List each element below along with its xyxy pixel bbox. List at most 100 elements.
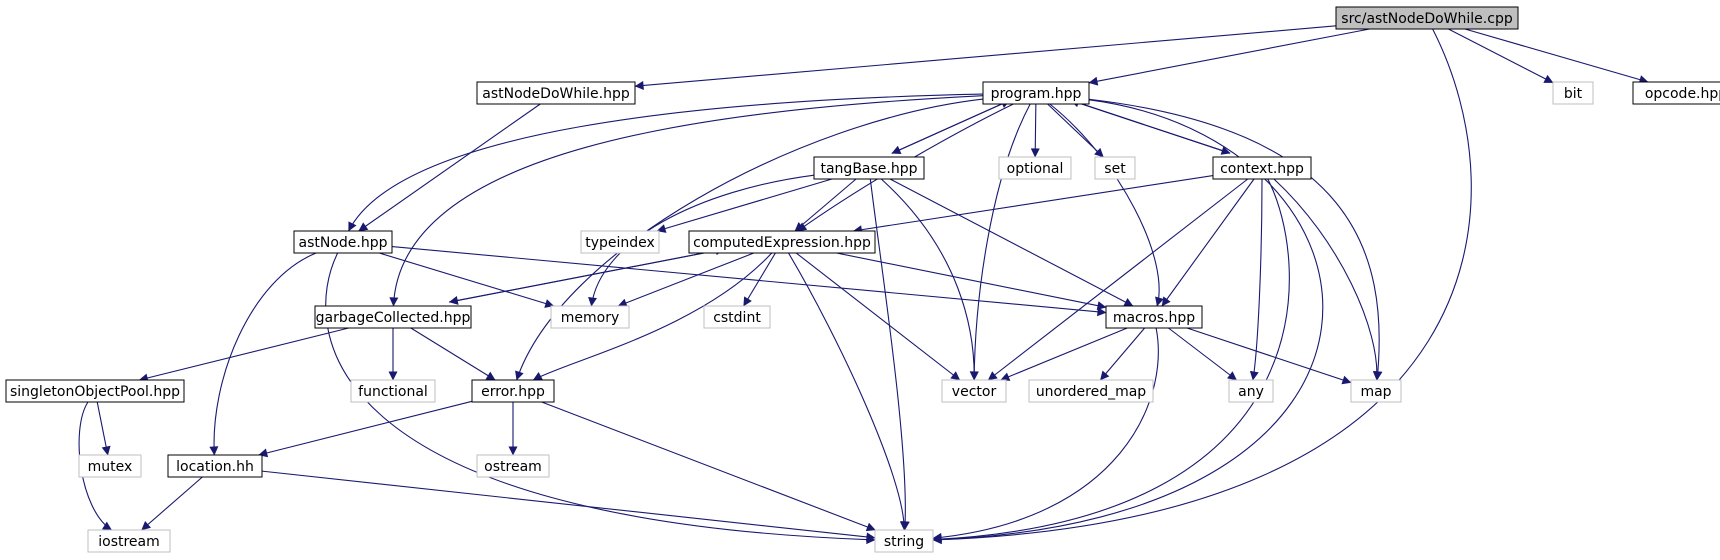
node-set: set xyxy=(1094,156,1136,180)
edge-computedExpression-to-vector xyxy=(795,252,961,381)
edge-computedExpression-to-string xyxy=(788,252,909,531)
edge-tangBase-to-typeindex xyxy=(656,178,833,233)
edge-error-to-string xyxy=(541,401,876,532)
edge-tangBase-to-string xyxy=(869,178,910,531)
node-box-memory xyxy=(550,305,630,329)
node-location[interactable]: location.hh xyxy=(167,454,263,478)
edge-tangBase-to-memory xyxy=(588,174,815,307)
node-label-location: location.hh xyxy=(176,459,254,475)
edge-context-to-program xyxy=(1069,98,1231,154)
node-label-astNode: astNode.hpp xyxy=(299,235,388,251)
node-box-unordered_map xyxy=(1028,379,1154,403)
edge-tangBase-to-program xyxy=(891,99,1011,154)
node-opcode[interactable]: opcode.hpp xyxy=(1632,81,1720,105)
node-label-iostream: iostream xyxy=(98,534,160,550)
edge-root-to-bit xyxy=(1448,28,1554,84)
node-box-mutex xyxy=(78,454,142,478)
edge-astNode-to-macros xyxy=(391,245,1107,317)
node-astNode[interactable]: astNode.hpp xyxy=(293,230,393,254)
edge-location-to-string xyxy=(261,470,876,542)
node-label-context: context.hpp xyxy=(1220,161,1304,177)
node-label-vector: vector xyxy=(952,384,997,400)
node-box-computedExpression xyxy=(688,230,876,254)
node-box-program xyxy=(982,81,1090,105)
node-box-context xyxy=(1212,156,1312,180)
node-ostream: ostream xyxy=(476,454,550,478)
edge-computedExpression-to-error xyxy=(532,252,773,381)
edge-garbageCollected-to-computedExpression xyxy=(449,246,725,303)
node-label-error: error.hpp xyxy=(481,384,545,400)
edge-root-to-program xyxy=(1088,28,1370,86)
node-bit: bit xyxy=(1552,81,1594,105)
node-label-macros: macros.hpp xyxy=(1113,310,1195,326)
edge-singletonObjectPool-to-mutex xyxy=(96,401,111,456)
node-label-functional: functional xyxy=(358,384,428,400)
node-label-mutex: mutex xyxy=(88,459,133,475)
node-computedExpression[interactable]: computedExpression.hpp xyxy=(688,230,876,254)
node-unordered_map: unordered_map xyxy=(1028,379,1154,403)
node-box-ostream xyxy=(476,454,550,478)
node-label-garbageCollected: garbageCollected.hpp xyxy=(316,310,471,326)
edge-computedExpression-to-macros xyxy=(836,252,1107,311)
node-box-macros xyxy=(1105,305,1203,329)
edge-astNode-to-string xyxy=(325,252,876,545)
node-vector: vector xyxy=(941,379,1007,403)
edge-program-to-garbageCollected xyxy=(389,95,984,307)
node-tangBase[interactable]: tangBase.hpp xyxy=(813,156,925,180)
edge-root-to-string xyxy=(932,28,1472,545)
nodes-layer: src/astNodeDoWhile.cpp astNodeDoWhile.hpp… xyxy=(5,6,1720,553)
node-box-iostream xyxy=(87,529,171,553)
edge-computedExpression-to-cstdint xyxy=(743,252,776,307)
node-garbageCollected[interactable]: garbageCollected.hpp xyxy=(314,305,472,329)
edge-garbageCollected-to-singletonObjectPool xyxy=(138,327,349,383)
edge-error-to-location xyxy=(258,400,473,458)
edge-location-to-iostream xyxy=(141,476,203,531)
edge-astNode-to-location xyxy=(209,252,317,456)
node-box-bit xyxy=(1552,81,1594,105)
node-string: string xyxy=(874,529,934,553)
node-label-computedExpression: computedExpression.hpp xyxy=(693,235,871,251)
node-label-opcode: opcode.hpp xyxy=(1645,86,1720,102)
node-box-vector xyxy=(941,379,1007,403)
edge-tangBase-to-vector xyxy=(880,178,979,381)
node-label-root: src/astNodeDoWhile.cpp xyxy=(1341,11,1513,27)
edge-garbageCollected-to-error xyxy=(410,327,496,381)
edges-layer xyxy=(78,25,1649,545)
node-box-map xyxy=(1350,379,1402,403)
edge-program-to-astNode xyxy=(348,93,984,232)
edge-program-to-vector xyxy=(969,103,1031,381)
node-astNodeDoWhile[interactable]: astNodeDoWhile.hpp xyxy=(476,81,636,105)
node-label-unordered_map: unordered_map xyxy=(1036,384,1146,400)
node-label-program: program.hpp xyxy=(991,86,1082,102)
node-memory: memory xyxy=(550,305,630,329)
node-error[interactable]: error.hpp xyxy=(471,379,555,403)
node-box-cstdint xyxy=(703,305,771,329)
edge-program-to-error xyxy=(515,98,984,381)
node-label-typeindex: typeindex xyxy=(585,235,655,251)
node-mutex: mutex xyxy=(78,454,142,478)
node-label-any: any xyxy=(1238,384,1264,400)
edge-tangBase-to-computedExpression xyxy=(794,178,857,232)
node-optional: optional xyxy=(998,156,1072,180)
edge-context-to-vector xyxy=(987,178,1249,381)
node-box-astNodeDoWhile xyxy=(476,81,636,105)
edge-program-to-map xyxy=(1088,98,1383,381)
edge-macros-to-map xyxy=(1186,327,1352,385)
edge-tangBase-to-macros xyxy=(889,178,1134,307)
edge-program-to-string xyxy=(932,99,1324,545)
node-macros[interactable]: macros.hpp xyxy=(1105,305,1203,329)
node-box-root xyxy=(1335,6,1519,30)
node-singletonObjectPool[interactable]: singletonObjectPool.hpp xyxy=(5,379,185,403)
edge-program-to-optional xyxy=(1030,103,1040,158)
edge-program-to-macros xyxy=(1049,103,1164,307)
node-cstdint: cstdint xyxy=(703,305,771,329)
node-root[interactable]: src/astNodeDoWhile.cpp xyxy=(1335,6,1519,30)
edge-computedExpression-to-memory xyxy=(617,252,755,308)
node-label-bit: bit xyxy=(1564,86,1583,102)
edge-context-to-computedExpression xyxy=(852,175,1214,235)
node-box-set xyxy=(1094,156,1136,180)
node-program[interactable]: program.hpp xyxy=(982,81,1090,105)
node-label-string: string xyxy=(884,534,924,550)
node-context[interactable]: context.hpp xyxy=(1212,156,1312,180)
edge-context-to-string xyxy=(932,178,1290,544)
